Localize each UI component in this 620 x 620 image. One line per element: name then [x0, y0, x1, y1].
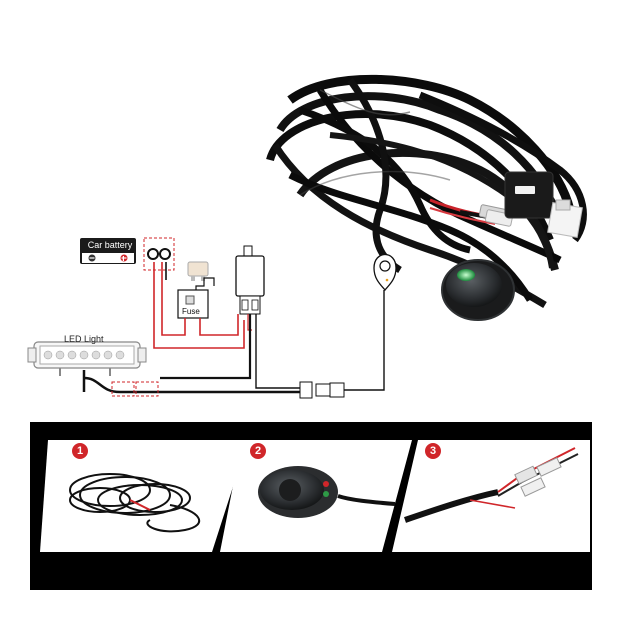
connector-plug	[299, 290, 385, 399]
wiring-diagram	[27, 237, 397, 399]
led-light-label: LED Light	[64, 334, 104, 344]
step-badge-1: 1	[72, 443, 88, 459]
switch-diagram-icon	[373, 253, 397, 292]
switch-photo	[441, 259, 515, 321]
relay-diagram	[235, 245, 265, 315]
step-card-2	[220, 440, 412, 552]
car-battery	[80, 238, 136, 264]
relay-photo	[504, 171, 583, 238]
step-badge-3: 3	[425, 443, 441, 459]
fuse-label: Fuse	[182, 307, 200, 316]
step-card-1	[40, 440, 248, 552]
step-badge-2: 2	[250, 443, 266, 459]
harness-coil-photo	[266, 74, 587, 321]
step-card-3	[392, 440, 590, 552]
led-light-bar	[27, 341, 147, 376]
fuse-holder	[177, 277, 215, 319]
fuse-blade-icon	[187, 261, 209, 281]
battery-label: Car battery	[87, 240, 133, 250]
